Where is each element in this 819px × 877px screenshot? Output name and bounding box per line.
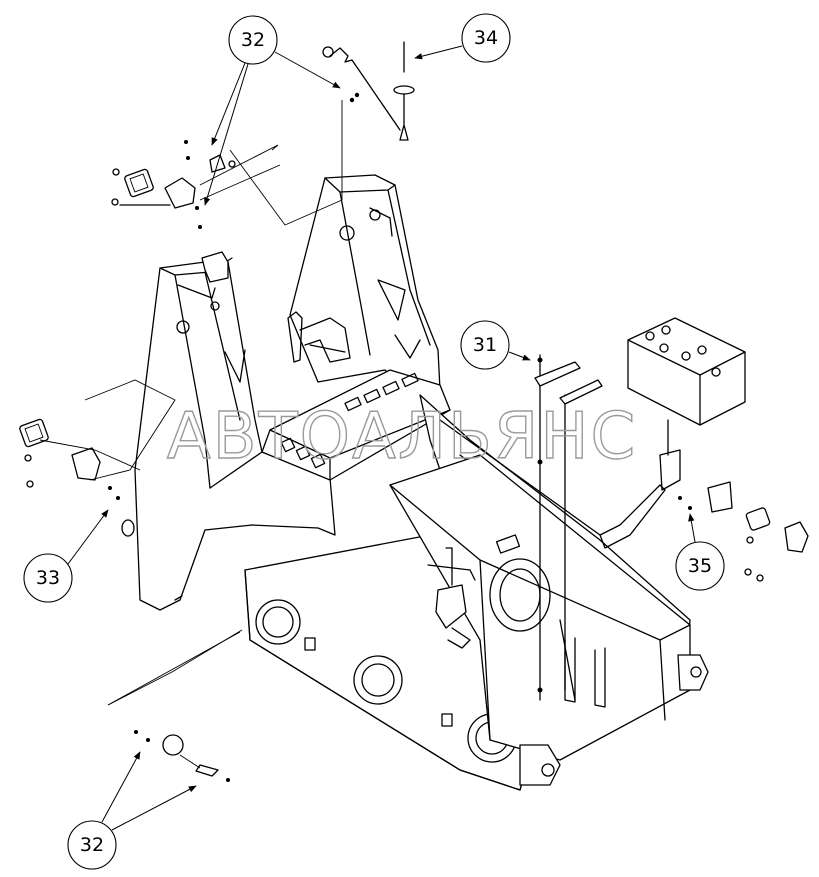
lamp-assembly-left: [19, 379, 176, 500]
callout-34: 34: [414, 13, 511, 63]
plug-assembly-bottom: [107, 629, 243, 782]
lamp-assembly-right: [678, 481, 809, 582]
callout-32-top: 32: [204, 15, 341, 206]
battery: [627, 317, 746, 426]
lamp-assembly-top: [111, 140, 343, 229]
callout-label: 33: [36, 567, 60, 589]
callout-33: 33: [23, 509, 109, 603]
callout-31: 31: [460, 320, 531, 370]
explode-lines: [107, 100, 343, 706]
callout-label: 34: [474, 27, 498, 49]
callout-label: 31: [473, 334, 497, 356]
callout-32-bottom: 32: [67, 751, 197, 870]
callout-label: 32: [241, 29, 265, 51]
watermark-text: АВТОАЛЬЯНС: [167, 400, 637, 474]
work-light-post: [322, 41, 415, 141]
loader-frame: [121, 174, 709, 791]
callout-label: 35: [688, 555, 712, 577]
callout-35: 35: [675, 513, 725, 591]
battery-bracket: [534, 354, 681, 701]
callout-label: 32: [80, 834, 104, 856]
